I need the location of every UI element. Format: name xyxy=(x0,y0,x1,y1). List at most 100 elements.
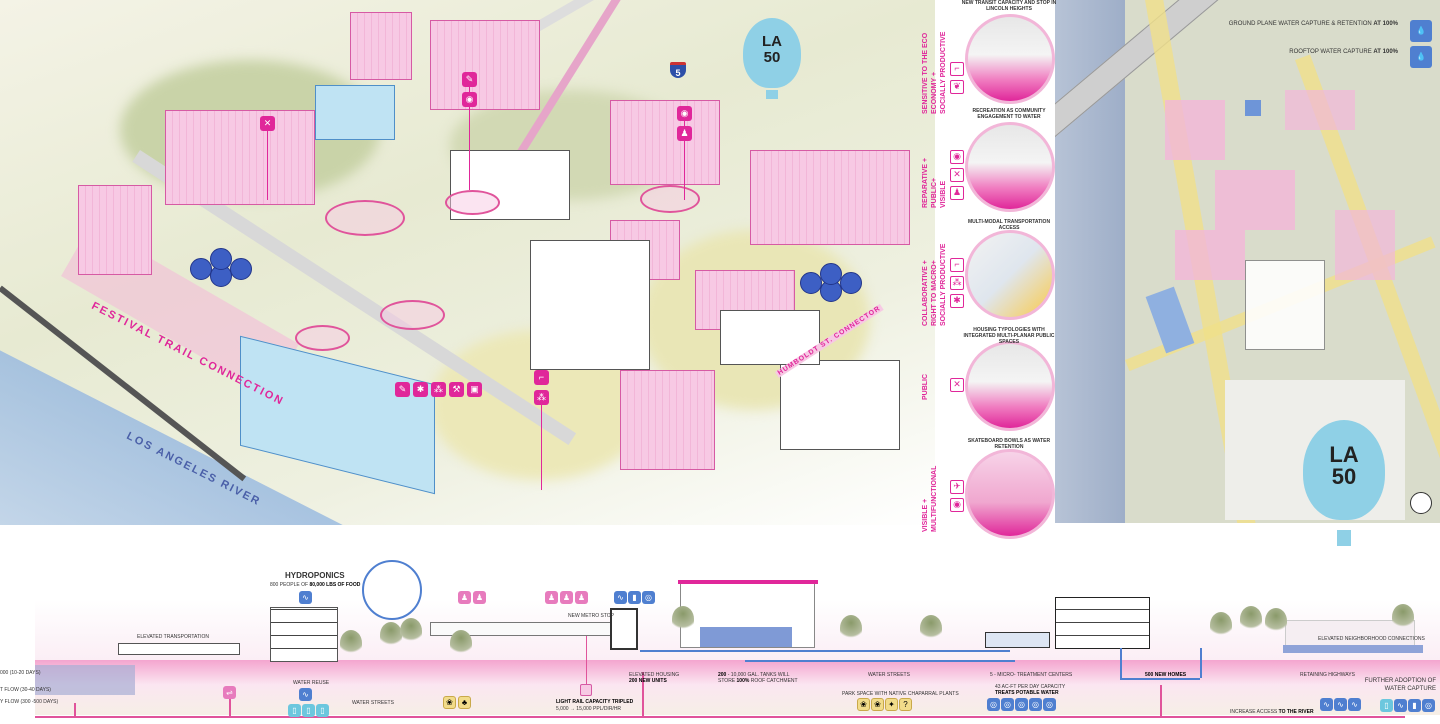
people-icon[interactable]: ♟ xyxy=(677,126,692,141)
transit-icon: ⇌ xyxy=(223,686,236,699)
water-drop-icon: 💧 xyxy=(1410,20,1432,42)
housing-building xyxy=(78,185,152,275)
public-icon: ✕ xyxy=(950,378,964,392)
water-pipe xyxy=(1200,648,1202,678)
legend-bold: AT 100% xyxy=(1373,49,1398,55)
water-tank xyxy=(800,272,822,294)
skate-bowl xyxy=(380,300,445,330)
rail-icon xyxy=(580,684,592,696)
housing-building xyxy=(350,12,412,80)
network-icon: ⁂ xyxy=(950,276,964,290)
pink-parcel xyxy=(1285,90,1355,130)
sub: 800 PEOPLE OF xyxy=(270,582,309,588)
housing-section xyxy=(1055,597,1150,649)
vignette-title: MULTI-MODAL TRANSPORTATION ACCESS xyxy=(967,219,1051,231)
la50-balloon: LA 50 xyxy=(1303,420,1385,520)
tree xyxy=(1265,608,1287,634)
vignette-title: HOUSING TYPOLOGIES WITH INTEGRATED MULTI… xyxy=(963,327,1055,345)
plant-icon[interactable]: ✎ xyxy=(462,72,477,87)
water-pipe xyxy=(640,650,1010,652)
gear-icon[interactable]: ✱ xyxy=(413,382,428,397)
water-icon: ∿ xyxy=(299,688,312,701)
white-building xyxy=(1245,260,1325,350)
tree-icon: ♣ xyxy=(458,696,471,709)
balloon-text-50: 50 xyxy=(1331,464,1357,489)
elevated-connection xyxy=(1285,620,1415,646)
water-icon: ▯ xyxy=(288,704,301,717)
housing-building xyxy=(610,100,720,185)
callout-line xyxy=(586,636,587,686)
blue-building xyxy=(315,85,395,140)
skate-bowl xyxy=(295,325,350,351)
river-water xyxy=(35,665,135,695)
water-tank xyxy=(210,248,232,270)
vignette-recreation xyxy=(965,122,1055,212)
housing-building xyxy=(430,20,540,110)
callout-line xyxy=(267,130,268,200)
water-icon: ◎ xyxy=(1422,699,1435,712)
callout-line xyxy=(469,80,470,190)
plant-icon: ❀ xyxy=(857,698,870,711)
elevated-housing-label: ELEVATED HOUSING xyxy=(629,672,680,678)
north-arrow-icon xyxy=(1410,492,1432,514)
public-icon[interactable]: ✕ xyxy=(260,116,275,131)
treats-label: TREATS POTABLE WATER xyxy=(995,690,1059,696)
stairs-icon: ⌐ xyxy=(950,258,964,272)
water-tank xyxy=(230,258,252,280)
elevated-housing xyxy=(610,608,638,650)
t: INCREASE ACCESS xyxy=(1230,709,1278,715)
balloon-basket xyxy=(1337,530,1351,546)
water-treatment-icon: ◎ xyxy=(987,698,1000,711)
water-treatment-icon: ◎ xyxy=(1043,698,1056,711)
sub-bold: 80,000 LBS OF FOOD xyxy=(309,582,361,588)
water-capture-label: WATER CAPTURE xyxy=(1384,686,1436,692)
elevated-transit xyxy=(118,643,240,655)
section-ground xyxy=(35,660,1440,715)
tree xyxy=(1392,604,1414,630)
water-icon: ▮ xyxy=(628,591,641,604)
to: 15,000 PPL/DIR/HR xyxy=(576,706,622,712)
treatment-center xyxy=(985,632,1050,648)
legend-text: ROOFTOP WATER CAPTURE xyxy=(1289,49,1372,55)
plant-icon: ✦ xyxy=(885,698,898,711)
water-tank xyxy=(190,258,212,280)
water-pipe xyxy=(745,660,1015,662)
water-icon: ▮ xyxy=(1408,699,1421,712)
people-icon: ♟ xyxy=(560,591,573,604)
pink-parcel xyxy=(1215,170,1295,230)
water-icon: ◎ xyxy=(642,591,655,604)
interstate-5-shield: 5 xyxy=(670,62,686,78)
water-icon: ∿ xyxy=(614,591,627,604)
stairs-icon[interactable]: ⌐ xyxy=(534,370,549,385)
tree xyxy=(672,606,694,632)
water-icon: ∿ xyxy=(1334,698,1347,711)
light-rail-capacity: 5,000 → 15,000 PPL/DIR/HR xyxy=(556,706,622,712)
legend-text: GROUND PLANE WATER CAPTURE & RETENTION xyxy=(1228,21,1372,27)
tool-icon[interactable]: ⚒ xyxy=(449,382,464,397)
elevated-transportation-label: ELEVATED TRANSPORTATION xyxy=(137,634,209,640)
elevated-connections-label: ELEVATED NEIGHBORHOOD CONNECTIONS xyxy=(1318,636,1425,642)
b: 100% xyxy=(736,678,750,684)
skate-bowl xyxy=(445,190,500,215)
eye-icon[interactable]: ◉ xyxy=(462,92,477,107)
callout-line xyxy=(642,672,644,717)
plant-icon: ? xyxy=(899,698,912,711)
aerial-axonometric: ✕ ✎ ◉ ◉ ♟ ✎ ✱ ⁂ ⚒ ▣ ⌐ ⁂ FESTIVAL TRAIL C… xyxy=(0,0,935,525)
network-icon[interactable]: ⁂ xyxy=(534,390,549,405)
people-icon: ♟ xyxy=(545,591,558,604)
hydroponics-tower xyxy=(270,607,338,662)
plant-icon[interactable]: ✎ xyxy=(395,382,410,397)
vignette-side-label: SENSITIVE TO THE ECO ECONOMY + SOCIALLY … xyxy=(922,31,947,114)
train-icon[interactable]: ▣ xyxy=(467,382,482,397)
people-icon: ♟ xyxy=(575,591,588,604)
water-icon: ∿ xyxy=(299,591,312,604)
network-icon[interactable]: ⁂ xyxy=(431,382,446,397)
tanks-label: 200 - 10,000 GAL. TANKS WILL xyxy=(718,672,790,678)
tree xyxy=(340,630,362,656)
eye-icon[interactable]: ◉ xyxy=(677,106,692,121)
tree xyxy=(400,618,422,644)
tree xyxy=(1210,612,1232,638)
access-line xyxy=(35,716,1405,718)
legend-ground-water: GROUND PLANE WATER CAPTURE & RETENTION A… xyxy=(1229,20,1398,28)
water-treatment-icon: ◎ xyxy=(1029,698,1042,711)
